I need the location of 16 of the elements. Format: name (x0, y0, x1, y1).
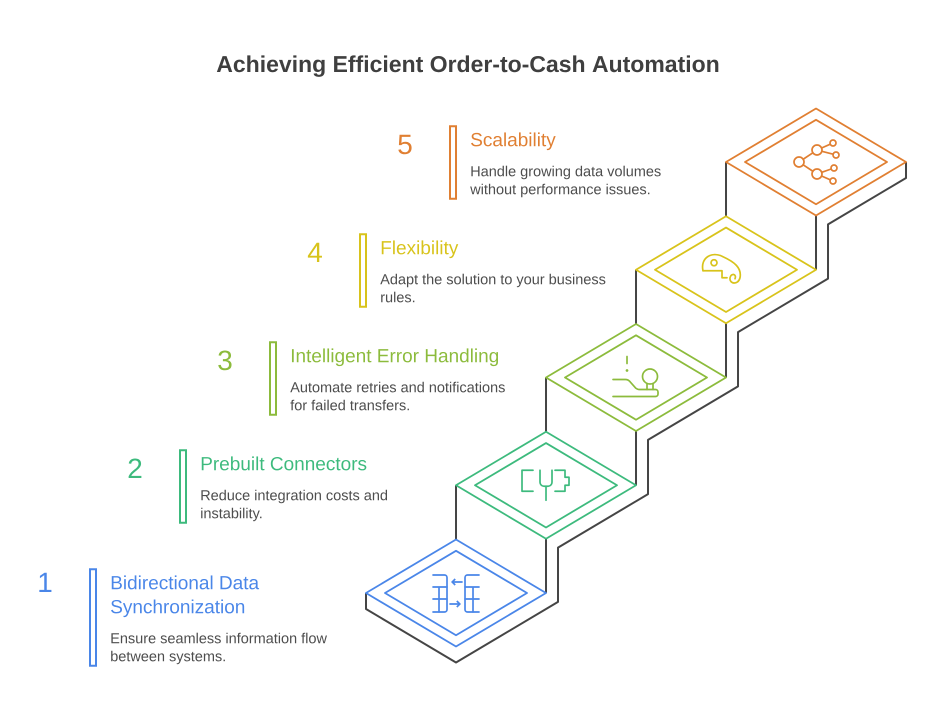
step-description: Handle growing data volumes without performance issues. (470, 166, 661, 198)
step-description: Adapt the solution to your business rules. (380, 274, 606, 302)
title: Achieving Efficient Order-to-Cash Automation (216, 55, 718, 77)
step-number: 5 (398, 134, 412, 154)
step-title: Flexibility (382, 240, 458, 258)
step-number: 1 (39, 572, 52, 592)
step-title: Scalability (471, 132, 556, 150)
step-title: Prebuilt Connectors (202, 456, 366, 470)
step-title: Intelligent Error Handling (292, 348, 498, 366)
step-number: 2 (128, 458, 142, 478)
step-description: Ensure seamless information flow between systems. (111, 632, 327, 664)
step-description: Automate retries and notifications for failed transfers. (290, 382, 505, 410)
step-number: 4 (308, 242, 322, 262)
step-title: Bidirectional Data Synchronization (111, 575, 260, 618)
step-number: 3 (218, 350, 232, 370)
step-description: Reduce integration costs and instability. (201, 490, 388, 522)
